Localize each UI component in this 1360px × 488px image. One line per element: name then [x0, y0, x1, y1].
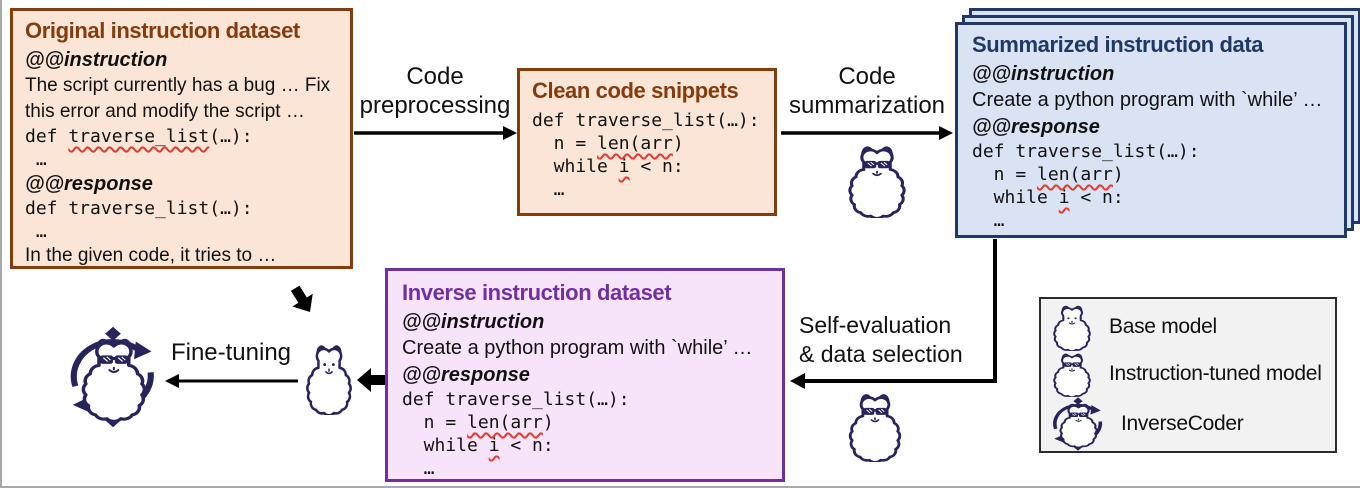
instruction-text: Create a python program with `while’ … — [972, 89, 1323, 111]
instruction-tag: @@instruction — [972, 63, 1115, 85]
legend-row-instruction-tuned-model: Instruction-tuned model — [1049, 351, 1327, 397]
code-summarization-label: Code summarization — [788, 63, 946, 119]
instruction-text-line2: this error and modify the script … — [25, 101, 305, 122]
llama-sunglasses-icon — [842, 142, 912, 218]
spellcheck-squiggle: i — [488, 435, 500, 456]
legend-row-inversecoder: InverseCoder — [1049, 397, 1327, 451]
original-box-title: Original instruction dataset — [25, 18, 300, 43]
original-instruction-dataset-box: Original instruction dataset @@instructi… — [10, 8, 353, 269]
legend-label: Base model — [1109, 315, 1217, 338]
summarized-instruction-data-box: Summarized instruction data @@instructio… — [955, 22, 1347, 238]
clean-code-snippets-box: Clean code snippets def traverse_list(…)… — [517, 68, 777, 216]
self-evaluation-label: Self-evaluation & data selection — [799, 312, 963, 367]
llama-base-icon — [301, 341, 357, 415]
thick-arrow-from-original-dataset-icon — [290, 285, 313, 312]
arrowhead-right-icon — [503, 126, 517, 140]
response-tag: @@response — [402, 364, 530, 386]
summarized-box-title: Summarized instruction data — [972, 32, 1264, 57]
arrowhead-right-icon — [939, 126, 953, 140]
code-n-line: n = len(arr) — [972, 164, 1124, 185]
legend-box: Base model Instruction-tuned model Inver… — [1039, 297, 1337, 453]
code-def-line: def traverse_list(…): — [532, 110, 760, 131]
spellcheck-squiggle: i — [618, 156, 630, 177]
instruction-text: Create a python program with `while’ … — [402, 337, 753, 359]
response-tag: @@response — [25, 173, 153, 195]
code-def-line: def traverse_list(…): — [972, 141, 1200, 162]
code-n-line: n = len(arr) — [402, 412, 554, 433]
thick-arrow-from-inverse-dataset-icon — [357, 368, 385, 392]
spellcheck-squiggle: len(arr — [1037, 164, 1113, 185]
clean-box-title: Clean code snippets — [532, 78, 739, 103]
instruction-tag: @@instruction — [25, 49, 168, 71]
legend-row-base-model: Base model — [1049, 303, 1327, 351]
code-def-line: def traverse_list(…): — [25, 198, 253, 219]
response-tag: @@response — [972, 116, 1100, 138]
spellcheck-squiggle: len(arr — [467, 412, 543, 433]
llama-inversecoder-icon — [1049, 397, 1107, 451]
code-preprocessing-label: Code preprocessing — [359, 63, 511, 119]
inverse-instruction-dataset-box: Inverse instruction dataset @@instructio… — [385, 268, 785, 482]
llama-sunglasses-icon — [843, 390, 907, 462]
instruction-tag: @@instruction — [402, 311, 545, 333]
legend-label: InverseCoder — [1121, 412, 1244, 435]
llama-base-icon — [1049, 303, 1095, 351]
spellcheck-squiggle: traverse_list — [68, 126, 210, 147]
instruction-text-line1: The script currently has a bug … Fix — [25, 75, 331, 96]
code-ellipsis: … — [532, 179, 565, 200]
code-def-line: def traverse_list(…): — [25, 126, 253, 147]
code-while-line: while i < n: — [402, 435, 554, 456]
response-text: In the given code, it tries to … — [25, 245, 277, 266]
code-ellipsis: … — [25, 221, 47, 242]
arrowhead-left-icon — [790, 373, 805, 389]
inverse-box-title: Inverse instruction dataset — [402, 280, 672, 305]
llama-sunglasses-icon — [1049, 351, 1095, 397]
code-def-line: def traverse_list(…): — [402, 389, 630, 410]
code-ellipsis: … — [402, 458, 435, 479]
code-while-line: while i < n: — [532, 156, 684, 177]
spellcheck-squiggle: len(arr — [597, 133, 673, 154]
legend-label: Instruction-tuned model — [1109, 362, 1322, 385]
arrowhead-left-icon — [165, 374, 179, 388]
fine-tuning-label: Fine-tuning — [170, 339, 292, 366]
llama-inversecoder-icon — [64, 326, 162, 428]
code-ellipsis: … — [25, 149, 47, 170]
code-while-line: while i < n: — [972, 187, 1124, 208]
code-n-line: n = len(arr) — [532, 133, 684, 154]
spellcheck-squiggle: i — [1058, 187, 1070, 208]
code-ellipsis: … — [972, 210, 1005, 231]
